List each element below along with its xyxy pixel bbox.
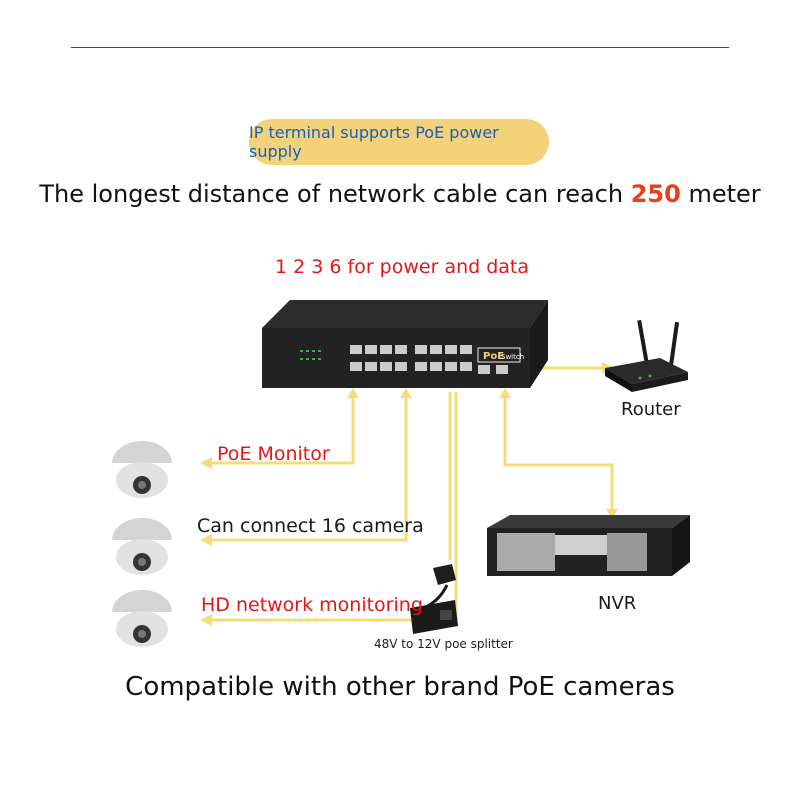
cable-camera-2 (204, 392, 408, 542)
headline-prefix: The longest distance of network cable ca… (39, 180, 631, 208)
connect-cameras-label: Can connect 16 camera (197, 515, 424, 537)
headline-suffix: meter (680, 180, 761, 208)
camera-1-icon (112, 441, 172, 498)
top-divider (71, 47, 729, 48)
poe-switch: PoE Switch (262, 300, 548, 388)
cables (204, 366, 614, 622)
router-icon (605, 319, 688, 392)
splitter-label: 48V to 12V poe splitter (374, 637, 513, 651)
cable-nvr (503, 392, 614, 515)
headline: The longest distance of network cable ca… (0, 180, 800, 208)
cable-poe-monitor (204, 392, 355, 465)
cable-camera-3 (204, 392, 458, 622)
pill-text: IP terminal supports PoE power supply (249, 123, 499, 161)
switch-brand: PoE (483, 351, 504, 362)
router-label: Router (621, 399, 681, 420)
camera-3-icon (112, 590, 172, 647)
footer-caption: Compatible with other brand PoE cameras (125, 672, 675, 702)
nvr-icon (487, 515, 690, 576)
poe-splitter-icon (410, 564, 458, 634)
feature-pill: IP terminal supports PoE power supply (249, 119, 549, 165)
hd-monitoring-label: HD network monitoring (201, 594, 423, 616)
poe-monitor-label: PoE Monitor (217, 443, 330, 465)
pins-label: 1 2 3 6 for power and data (275, 256, 530, 278)
switch-brand-sub: Switch (501, 353, 524, 361)
cable-arrows (200, 362, 618, 626)
nvr-label: NVR (598, 593, 637, 614)
camera-2-icon (112, 518, 172, 575)
headline-number: 250 (630, 180, 681, 208)
